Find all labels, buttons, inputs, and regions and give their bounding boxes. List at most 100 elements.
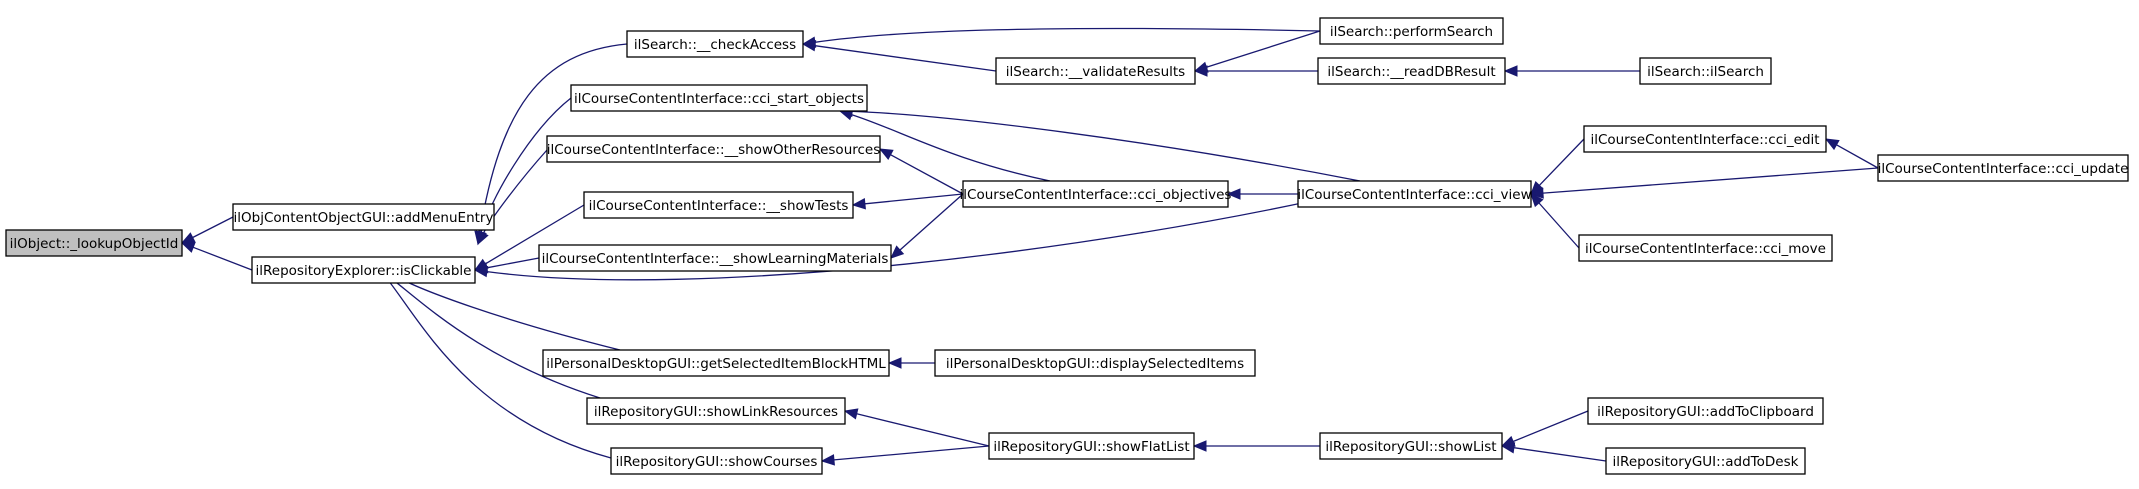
node-label: ilRepositoryGUI::showList: [1325, 439, 1496, 455]
node-box: [988, 432, 1195, 460]
node-label: ilCourseContentInterface::__showTests: [589, 198, 849, 214]
edge-isClickable-to-lookup: [180, 242, 253, 271]
node-cciUpdate[interactable]: ilCourseContentInterface::cci_update: [1877, 154, 2129, 182]
edge-addMenu-to-lookup: [180, 216, 234, 244]
edge-cciView-to-cciObj: [1226, 188, 1298, 200]
edge-showList-to-flatList: [1192, 440, 1320, 452]
node-label: ilCourseContentInterface::cci_edit: [1590, 132, 1819, 148]
node-box: [570, 84, 868, 112]
node-label: ilRepositoryGUI::showCourses: [616, 454, 818, 470]
node-box: [626, 30, 804, 58]
node-label: ilCourseContentInterface::cci_update: [1878, 161, 2129, 177]
node-label: ilSearch::ilSearch: [1647, 64, 1764, 80]
node-box: [995, 57, 1196, 85]
node-label: ilRepositoryExplorer::isClickable: [256, 263, 472, 279]
edge-flatList-to-showLink: [843, 408, 990, 447]
edge-perform-to-checkAccess: [801, 27, 1321, 48]
edge-cciUpdate-to-cciView: [1529, 167, 1879, 199]
edge-ilSearch-to-readDB: [1503, 65, 1640, 77]
node-cciEdit[interactable]: ilCourseContentInterface::cci_edit: [1583, 125, 1827, 153]
node-cciMove[interactable]: ilCourseContentInterface::cci_move: [1578, 234, 1833, 262]
node-box: [934, 349, 1256, 377]
edge-displaySel-to-getSelected: [887, 357, 935, 369]
edge-cciView-to-isClickable: [473, 191, 1353, 281]
node-label: ilCourseContentInterface::__showLearning…: [542, 251, 889, 267]
node-box: [1578, 234, 1833, 262]
node-box: [1639, 57, 1772, 85]
edge-addDesk-to-showList: [1500, 442, 1607, 462]
node-box: [962, 180, 1229, 208]
edge-cciUpdate-to-cciEdit: [1824, 138, 1879, 169]
node-label: ilSearch::__validateResults: [1006, 64, 1185, 80]
node-box: [610, 447, 823, 475]
node-box: [1583, 125, 1827, 153]
node-perform[interactable]: ilSearch::performSearch: [1319, 17, 1504, 45]
node-showTests[interactable]: ilCourseContentInterface::__showTests: [583, 191, 854, 219]
node-label: ilCourseContentInterface::__showOtherRes…: [547, 142, 881, 158]
edge-cciMove-to-cciView: [1530, 193, 1580, 249]
node-showLearning[interactable]: ilCourseContentInterface::__showLearning…: [538, 244, 892, 272]
node-box: [583, 191, 854, 219]
node-box: [1317, 57, 1506, 85]
node-readDB[interactable]: ilSearch::__readDBResult: [1317, 57, 1506, 85]
node-label: ilCourseContentInterface::cci_objectives: [960, 187, 1232, 203]
node-label: ilCourseContentInterface::cci_start_obje…: [574, 91, 864, 107]
edge-validate-to-checkAccess: [801, 40, 997, 72]
edge-cciObj-to-showTests: [851, 193, 964, 210]
edge-cciEdit-to-cciView: [1530, 138, 1585, 195]
edge-cciObj-to-showOther: [878, 148, 964, 195]
node-box: [1587, 397, 1824, 425]
node-showCourses[interactable]: ilRepositoryGUI::showCourses: [610, 447, 823, 475]
node-showOther[interactable]: ilCourseContentInterface::__showOtherRes…: [546, 135, 881, 163]
node-validate[interactable]: ilSearch::__validateResults: [995, 57, 1196, 85]
node-box: [232, 203, 495, 231]
edge-showLink-to-isClickable: [378, 269, 601, 399]
node-box: [546, 135, 881, 163]
node-label: ilRepositoryGUI::addToClipboard: [1597, 404, 1814, 420]
node-lookup[interactable]: ilObject::_lookupObjectId: [5, 229, 183, 257]
node-label: ilPersonalDesktopGUI::displaySelectedIte…: [946, 356, 1244, 372]
node-flatList[interactable]: ilRepositoryGUI::showFlatList: [988, 432, 1195, 460]
node-addClip[interactable]: ilRepositoryGUI::addToClipboard: [1587, 397, 1824, 425]
call-graph-nodes: ilObject::_lookupObjectId ilObjContentObj…: [5, 17, 2129, 475]
edge-readDB-to-validate: [1193, 65, 1318, 77]
node-label: ilRepositoryGUI::showFlatList: [993, 439, 1189, 455]
edge-flatList-to-showCourses: [820, 445, 990, 466]
node-ilSearch[interactable]: ilSearch::ilSearch: [1639, 57, 1772, 85]
node-showLink[interactable]: ilRepositoryGUI::showLinkResources: [586, 397, 846, 425]
edge-cciObj-to-showLearning: [890, 193, 964, 259]
edge-addClip-to-showList: [1500, 410, 1589, 447]
node-box: [5, 229, 183, 257]
node-label: ilRepositoryGUI::showLinkResources: [594, 404, 838, 420]
node-checkAccess[interactable]: ilSearch::__checkAccess: [626, 30, 804, 58]
node-cciStart[interactable]: ilCourseContentInterface::cci_start_obje…: [570, 84, 868, 112]
node-isClickable[interactable]: ilRepositoryExplorer::isClickable: [251, 256, 476, 284]
node-box: [1319, 432, 1503, 460]
node-label: ilRepositoryGUI::addToDesk: [1613, 454, 1799, 470]
node-label: ilSearch::__checkAccess: [634, 37, 796, 53]
node-box: [1319, 17, 1504, 45]
node-box: [586, 397, 846, 425]
node-label: ilSearch::__readDBResult: [1327, 64, 1495, 80]
node-cciView[interactable]: ilCourseContentInterface::cci_view: [1297, 180, 1532, 208]
node-label: ilPersonalDesktopGUI::getSelectedItemBlo…: [546, 356, 886, 372]
node-label: ilSearch::performSearch: [1330, 24, 1493, 40]
node-label: ilCourseContentInterface::cci_view: [1297, 187, 1531, 203]
node-showList[interactable]: ilRepositoryGUI::showList: [1319, 432, 1503, 460]
node-box: [542, 349, 890, 377]
node-label: ilObject::_lookupObjectId: [10, 236, 179, 252]
node-displaySel[interactable]: ilPersonalDesktopGUI::displaySelectedIte…: [934, 349, 1256, 377]
node-addMenu[interactable]: ilObjContentObjectGUI::addMenuEntry: [232, 203, 495, 231]
node-box: [1605, 447, 1806, 475]
node-addDesk[interactable]: ilRepositoryGUI::addToDesk: [1605, 447, 1806, 475]
node-cciObj[interactable]: ilCourseContentInterface::cci_objectives: [960, 180, 1232, 208]
node-box: [251, 256, 476, 284]
node-label: ilCourseContentInterface::cci_move: [1585, 241, 1826, 257]
node-label: ilObjContentObjectGUI::addMenuEntry: [234, 210, 494, 226]
node-box: [1297, 180, 1532, 208]
node-box: [538, 244, 892, 272]
edge-perform-to-validate: [1193, 30, 1321, 73]
node-box: [1877, 154, 2129, 182]
node-getSelected[interactable]: ilPersonalDesktopGUI::getSelectedItemBlo…: [542, 349, 890, 377]
